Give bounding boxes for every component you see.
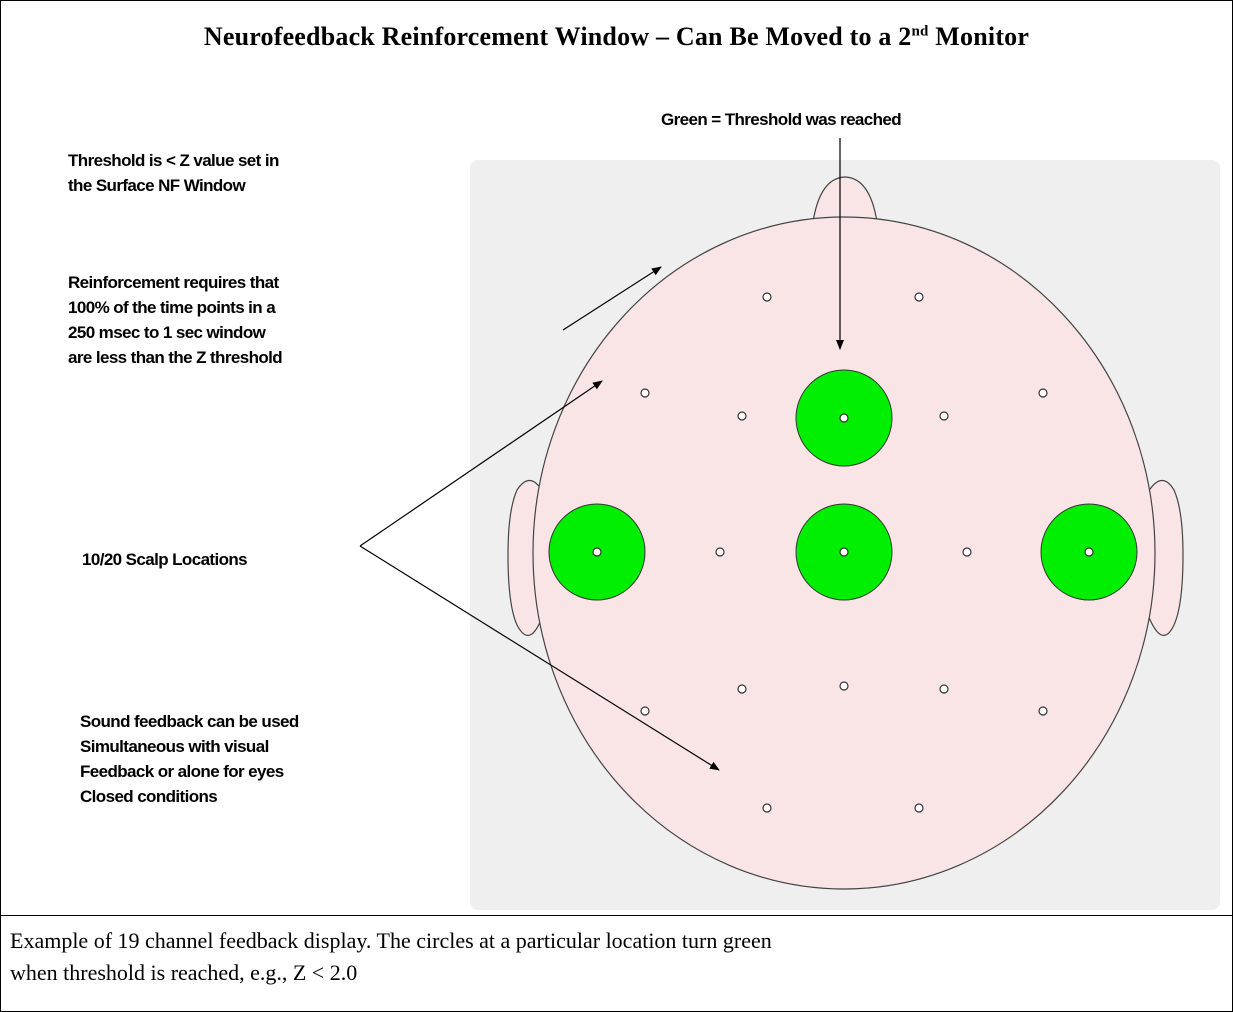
electrode-p3 xyxy=(737,684,747,694)
figure-title: Neurofeedback Reinforcement Window – Can… xyxy=(203,22,1030,51)
electrode-pz xyxy=(839,681,849,691)
scalp-locations-label: 10/20 Scalp Locations xyxy=(82,550,248,569)
electrode-dots xyxy=(592,292,1094,813)
arrow-reinforcement-note xyxy=(562,266,662,331)
reinforcement-note: Reinforcement requires that 100% of the … xyxy=(68,273,283,367)
head-nose xyxy=(812,176,878,223)
electrode-t4 xyxy=(1084,547,1094,557)
electrode-p4 xyxy=(939,684,949,694)
electrode-t3 xyxy=(592,547,602,557)
threshold-note: Threshold is < Z value set in the Surfac… xyxy=(68,151,279,195)
electrode-fz xyxy=(839,413,849,423)
arrow-scalp-lower xyxy=(359,545,720,771)
figure-caption: Example of 19 channel feedback display. … xyxy=(10,928,772,985)
electrode-cz xyxy=(839,547,849,557)
electrode-t6 xyxy=(1038,706,1048,716)
electrode-c4 xyxy=(962,547,972,557)
electrode-fp1 xyxy=(762,292,772,302)
caption-divider xyxy=(0,915,1233,916)
reinforcement-window-diagram xyxy=(359,138,1220,910)
arrow-scalp-upper xyxy=(359,380,603,547)
electrode-t5 xyxy=(640,706,650,716)
green-threshold-label: Green = Threshold was reached xyxy=(661,110,902,129)
electrode-fp2 xyxy=(914,292,924,302)
electrode-o2 xyxy=(914,803,924,813)
electrode-f4 xyxy=(939,411,949,421)
electrode-f8 xyxy=(1038,388,1048,398)
electrode-f3 xyxy=(737,411,747,421)
electrode-c3 xyxy=(715,547,725,557)
head-ear-right xyxy=(1147,479,1184,636)
electrode-o1 xyxy=(762,803,772,813)
electrode-f7 xyxy=(640,388,650,398)
sound-feedback-note: Sound feedback can be used Simultaneous … xyxy=(80,712,299,806)
